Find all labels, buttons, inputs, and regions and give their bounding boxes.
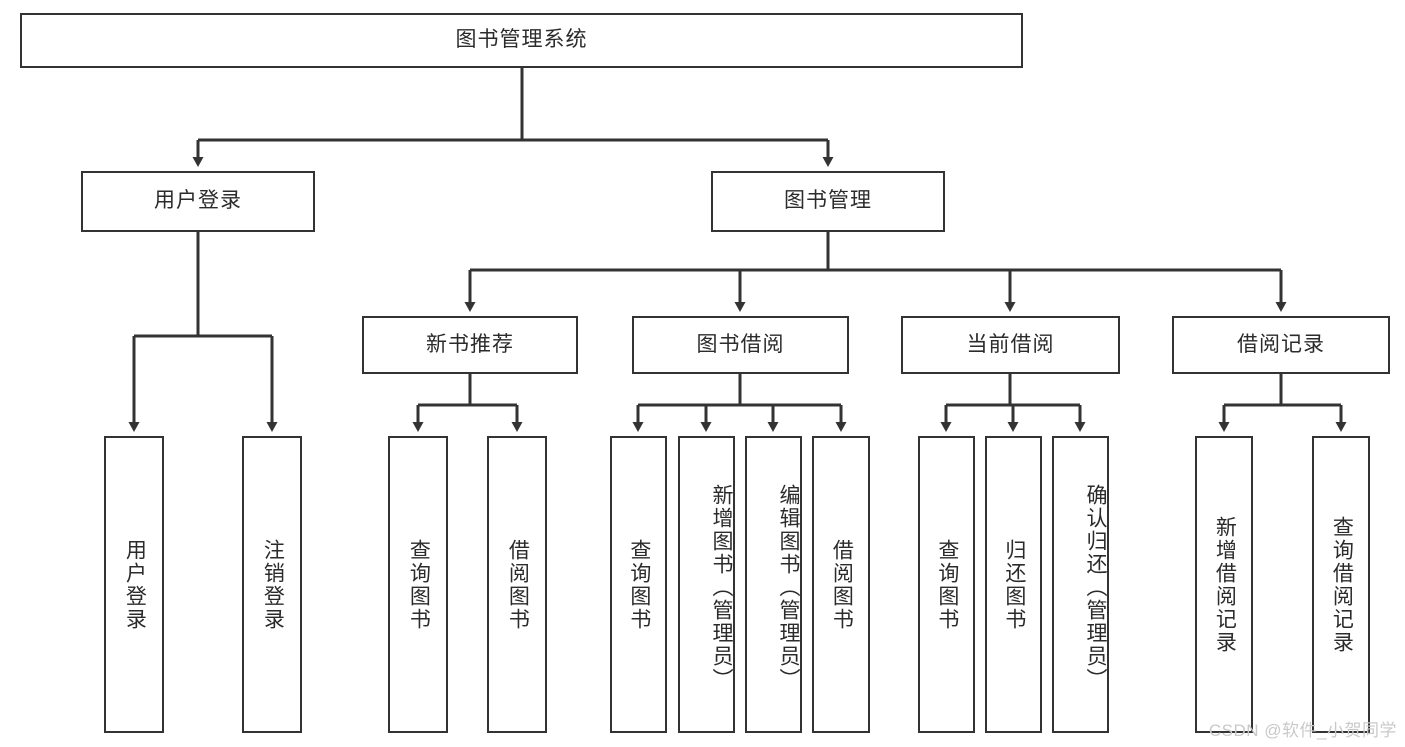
node-leaf-return-book-label: 归还图书 — [1002, 538, 1026, 631]
node-book-manage-label: 图书管理 — [784, 189, 872, 213]
node-leaf-user-login-label: 用户登录 — [123, 538, 147, 631]
watermark: CSDN @软件_小贺同学 — [1208, 721, 1397, 740]
node-leaf-add-book[interactable]: 新增图书（管理员） — [678, 436, 735, 733]
node-leaf-add-record[interactable]: 新增借阅记录 — [1195, 436, 1253, 733]
node-borrow-record-label: 借阅记录 — [1237, 332, 1325, 356]
node-leaf-edit-book[interactable]: 编辑图书（管理员） — [745, 436, 802, 733]
node-leaf-query-book-2[interactable]: 查询图书 — [610, 436, 667, 733]
node-book-borrow-label: 图书借阅 — [696, 332, 785, 356]
node-leaf-logout[interactable]: 注销登录 — [242, 436, 302, 733]
node-leaf-borrow-book-2-label: 借阅图书 — [830, 538, 854, 631]
node-book-borrow[interactable]: 图书借阅 — [632, 316, 849, 374]
node-leaf-borrow-book-1[interactable]: 借阅图书 — [487, 436, 547, 733]
node-leaf-user-login[interactable]: 用户登录 — [104, 436, 164, 733]
node-leaf-query-record[interactable]: 查询借阅记录 — [1312, 436, 1370, 733]
node-root-label: 图书管理系统 — [455, 28, 588, 52]
node-user-login[interactable]: 用户登录 — [81, 171, 315, 232]
node-leaf-confirm-return-label: 确认归还（管理员） — [1084, 484, 1107, 691]
node-leaf-borrow-book-1-label: 借阅图书 — [506, 538, 530, 631]
node-book-manage[interactable]: 图书管理 — [711, 171, 945, 232]
node-leaf-query-book-2-label: 查询图书 — [627, 538, 651, 631]
node-leaf-edit-book-label: 编辑图书（管理员） — [777, 484, 800, 691]
node-root[interactable]: 图书管理系统 — [20, 13, 1023, 68]
node-current-borrow[interactable]: 当前借阅 — [901, 316, 1120, 374]
node-leaf-add-book-label: 新增图书（管理员） — [710, 484, 733, 691]
node-leaf-query-book-1[interactable]: 查询图书 — [388, 436, 448, 733]
node-leaf-add-record-label: 新增借阅记录 — [1213, 515, 1237, 654]
node-leaf-query-record-label: 查询借阅记录 — [1330, 515, 1354, 654]
node-leaf-return-book[interactable]: 归还图书 — [985, 436, 1042, 733]
node-leaf-query-book-3-label: 查询图书 — [935, 538, 959, 631]
node-leaf-query-book-1-label: 查询图书 — [407, 538, 431, 631]
node-new-book-rec-label: 新书推荐 — [426, 332, 514, 356]
node-current-borrow-label: 当前借阅 — [966, 332, 1055, 356]
node-leaf-query-book-3[interactable]: 查询图书 — [918, 436, 975, 733]
node-user-login-label: 用户登录 — [154, 189, 242, 213]
node-leaf-confirm-return[interactable]: 确认归还（管理员） — [1052, 436, 1109, 733]
node-new-book-rec[interactable]: 新书推荐 — [362, 316, 578, 374]
node-borrow-record[interactable]: 借阅记录 — [1172, 316, 1390, 374]
node-leaf-borrow-book-2[interactable]: 借阅图书 — [812, 436, 870, 733]
node-leaf-logout-label: 注销登录 — [261, 538, 285, 631]
